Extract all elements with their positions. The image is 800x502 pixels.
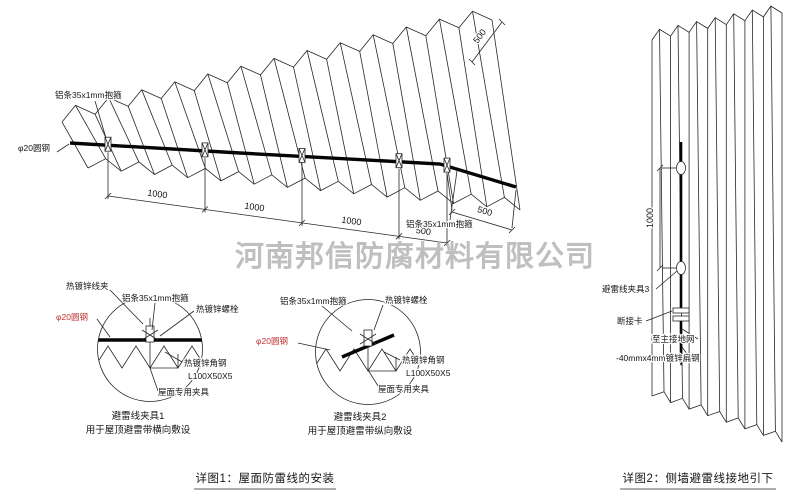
dimension-ticks: [104, 192, 451, 247]
label-roof-clamp: 屋面专用夹具: [158, 387, 210, 397]
detail-2-leader-lines: [297, 304, 401, 390]
dim-spacing-3: 1000: [341, 215, 362, 228]
label-galvanized-bolt: 热镀锌螺栓: [196, 304, 239, 314]
wire-clamp: [298, 147, 306, 163]
dim-right-500: 500: [476, 204, 493, 218]
dim-top-500: 500: [471, 27, 488, 45]
label-aluminum-strip-bottom: 铝条35x1mm抱箍: [406, 219, 473, 229]
disconnect-clamp: [672, 315, 690, 322]
lightning-wire: [69, 141, 517, 189]
label-round-steel: φ20圆钢: [56, 312, 88, 322]
label-round-steel: φ20圆钢: [256, 336, 288, 346]
wire-clamp: [201, 142, 209, 158]
detail-circle-1: [97, 296, 203, 402]
dim-wall-1000: 1000: [645, 208, 655, 228]
dim-spacing-4: 500: [415, 225, 431, 237]
label-wall-clamp-3: 避雷线夹具3: [602, 284, 650, 294]
detail-circle-2: [315, 299, 421, 405]
wire-clamp: [395, 153, 403, 169]
roof-leader-lines: [56, 100, 458, 221]
label-aluminum-strip: 铝条35x1mm抱箍: [280, 296, 347, 306]
label-angle-steel: 热镀锌角钢: [402, 355, 445, 365]
roof-wire-clamps: [104, 136, 451, 246]
watermark-text: 河南邦信防腐材料有限公司: [235, 240, 595, 273]
label-galvanized-wire-clip: 热镀锌线夹: [66, 281, 109, 291]
corrugated-wall-sheet: [651, 5, 783, 443]
roof-dimension-right: 500: [446, 172, 517, 234]
label-angle-size: L100X50X5: [406, 368, 451, 378]
detail-2-section-drawing: [315, 329, 421, 372]
label-to-ground-grid: 至主接地网: [652, 334, 695, 344]
label-angle-steel: 热镀锌角钢: [184, 358, 227, 368]
label-round-steel-main: φ20圆钢: [18, 143, 50, 153]
label-angle-size: L100X50X5: [188, 371, 233, 381]
wall-leader-lines: [645, 270, 699, 359]
clamp-detail-1: 热镀锌线夹 铝条35x1mm抱箍 热镀锌螺栓 φ20圆钢 热镀锌角钢 L100X…: [55, 280, 240, 437]
detail-2-subtitle: 用于屋顶避雷带纵向敷设: [308, 425, 413, 437]
wall-wire-clamp: [676, 161, 686, 175]
dim-spacing-2: 1000: [244, 201, 265, 214]
roof-dimension-top-right: 500: [468, 18, 506, 66]
wire-clamp: [443, 157, 451, 173]
label-aluminum-strip: 铝条35x1mm抱箍: [122, 293, 189, 303]
label-flat-steel: -40mmx4mm镀锌扁钢: [616, 353, 700, 363]
label-roof-clamp: 屋面专用夹具: [378, 384, 430, 394]
wall-wire-clamp: [676, 261, 686, 275]
detail-2-title: 避雷线夹具2: [334, 411, 387, 423]
wall-dimension: 1000: [644, 164, 676, 272]
ground-arrow: [677, 356, 685, 366]
roof-isometric-drawing: 1000 1000 1000 500 500 500 铝条35x1mm抱箍 φ2…: [17, 10, 521, 247]
corrugated-roof-sheet: [61, 10, 521, 211]
detail-1-leader-lines: [96, 289, 195, 392]
detail-1-subtitle: 用于屋顶避雷带横向敷设: [86, 424, 191, 436]
roof-dimension-bottom: 1000 1000 1000 500: [104, 186, 451, 247]
detail-1-title: 避雷线夹具1: [112, 410, 165, 422]
caption-detail-2: 详图2：侧墙避雷线接地引下: [623, 471, 774, 485]
dim-spacing-1: 1000: [147, 188, 168, 201]
disconnect-clamp: [672, 307, 690, 314]
label-aluminum-strip-top: 铝条35x1mm抱箍: [55, 90, 122, 100]
wall-elevation-drawing: 1000 避雷线夹具3 断接卡 至主接地网 -40mmx4mm镀锌扁钢: [601, 5, 783, 443]
clamp-detail-2: 铝条35x1mm抱箍 热镀锌螺栓 φ20圆钢 热镀锌角钢 L100X50X5 屋…: [255, 294, 452, 438]
label-galvanized-bolt: 热镀锌螺栓: [385, 295, 428, 305]
caption-detail-1: 详图1：屋面防雷线的安装: [196, 471, 335, 485]
captions: 详图1：屋面防雷线的安装 详图2：侧墙避雷线接地引下: [194, 470, 776, 490]
wire-clamp: [104, 136, 112, 152]
label-disconnect-clamp: 断接卡: [617, 316, 643, 326]
